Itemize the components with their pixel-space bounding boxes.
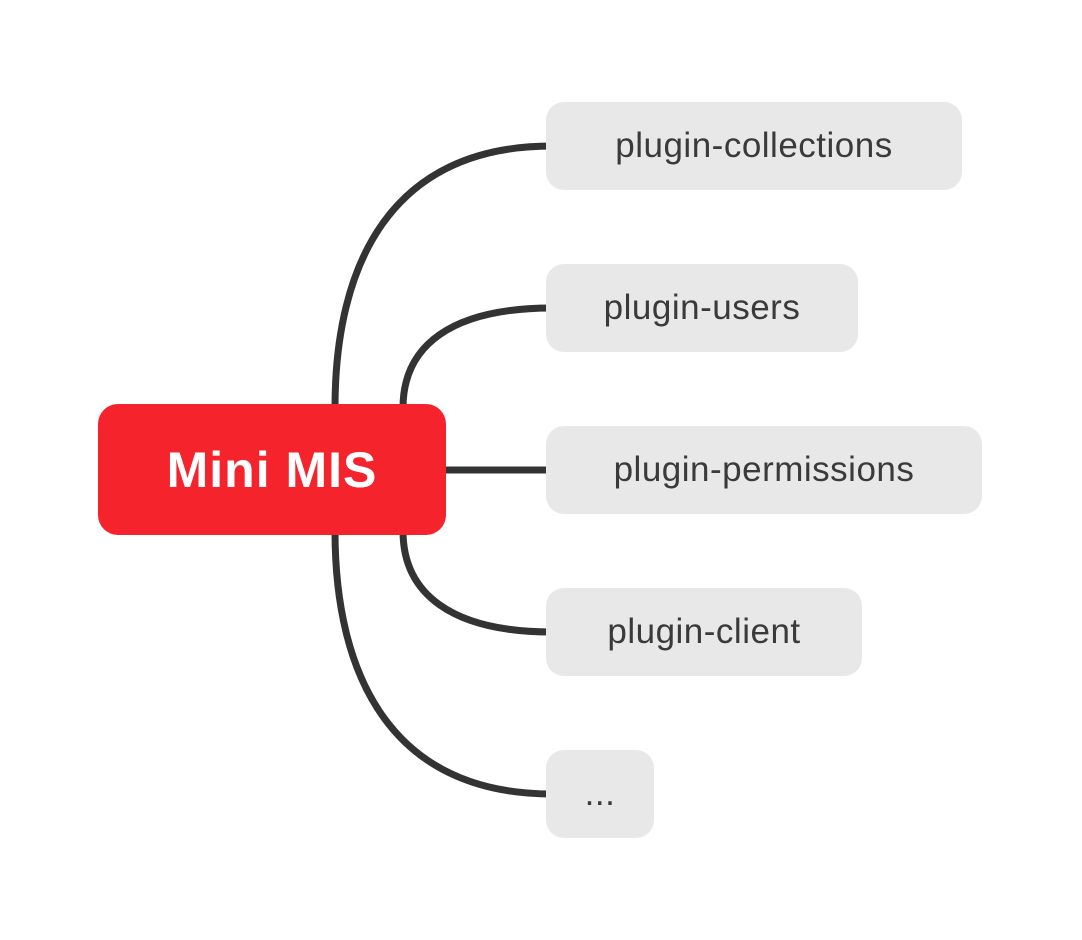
connector-plugin-users [399,304,553,409]
root-node-mini-mis[interactable]: Mini MIS [98,404,446,535]
child-node-label: plugin-permissions [613,450,915,489]
child-node-more[interactable]: ... [546,750,654,838]
child-node-plugin-permissions[interactable]: plugin-permissions [546,426,982,514]
child-node-label: plugin-client [607,612,801,651]
child-node-plugin-client[interactable]: plugin-client [546,588,862,676]
child-node-label: plugin-users [603,288,801,327]
child-node-label: ... [584,774,616,813]
connector-plugin-client [399,530,553,636]
connector-plugin-collections [331,142,553,409]
connector-more [331,530,553,798]
child-node-label: plugin-collections [615,126,893,165]
child-node-plugin-collections[interactable]: plugin-collections [546,102,962,190]
child-node-plugin-users[interactable]: plugin-users [546,264,858,352]
root-node-label: Mini MIS [166,441,378,498]
